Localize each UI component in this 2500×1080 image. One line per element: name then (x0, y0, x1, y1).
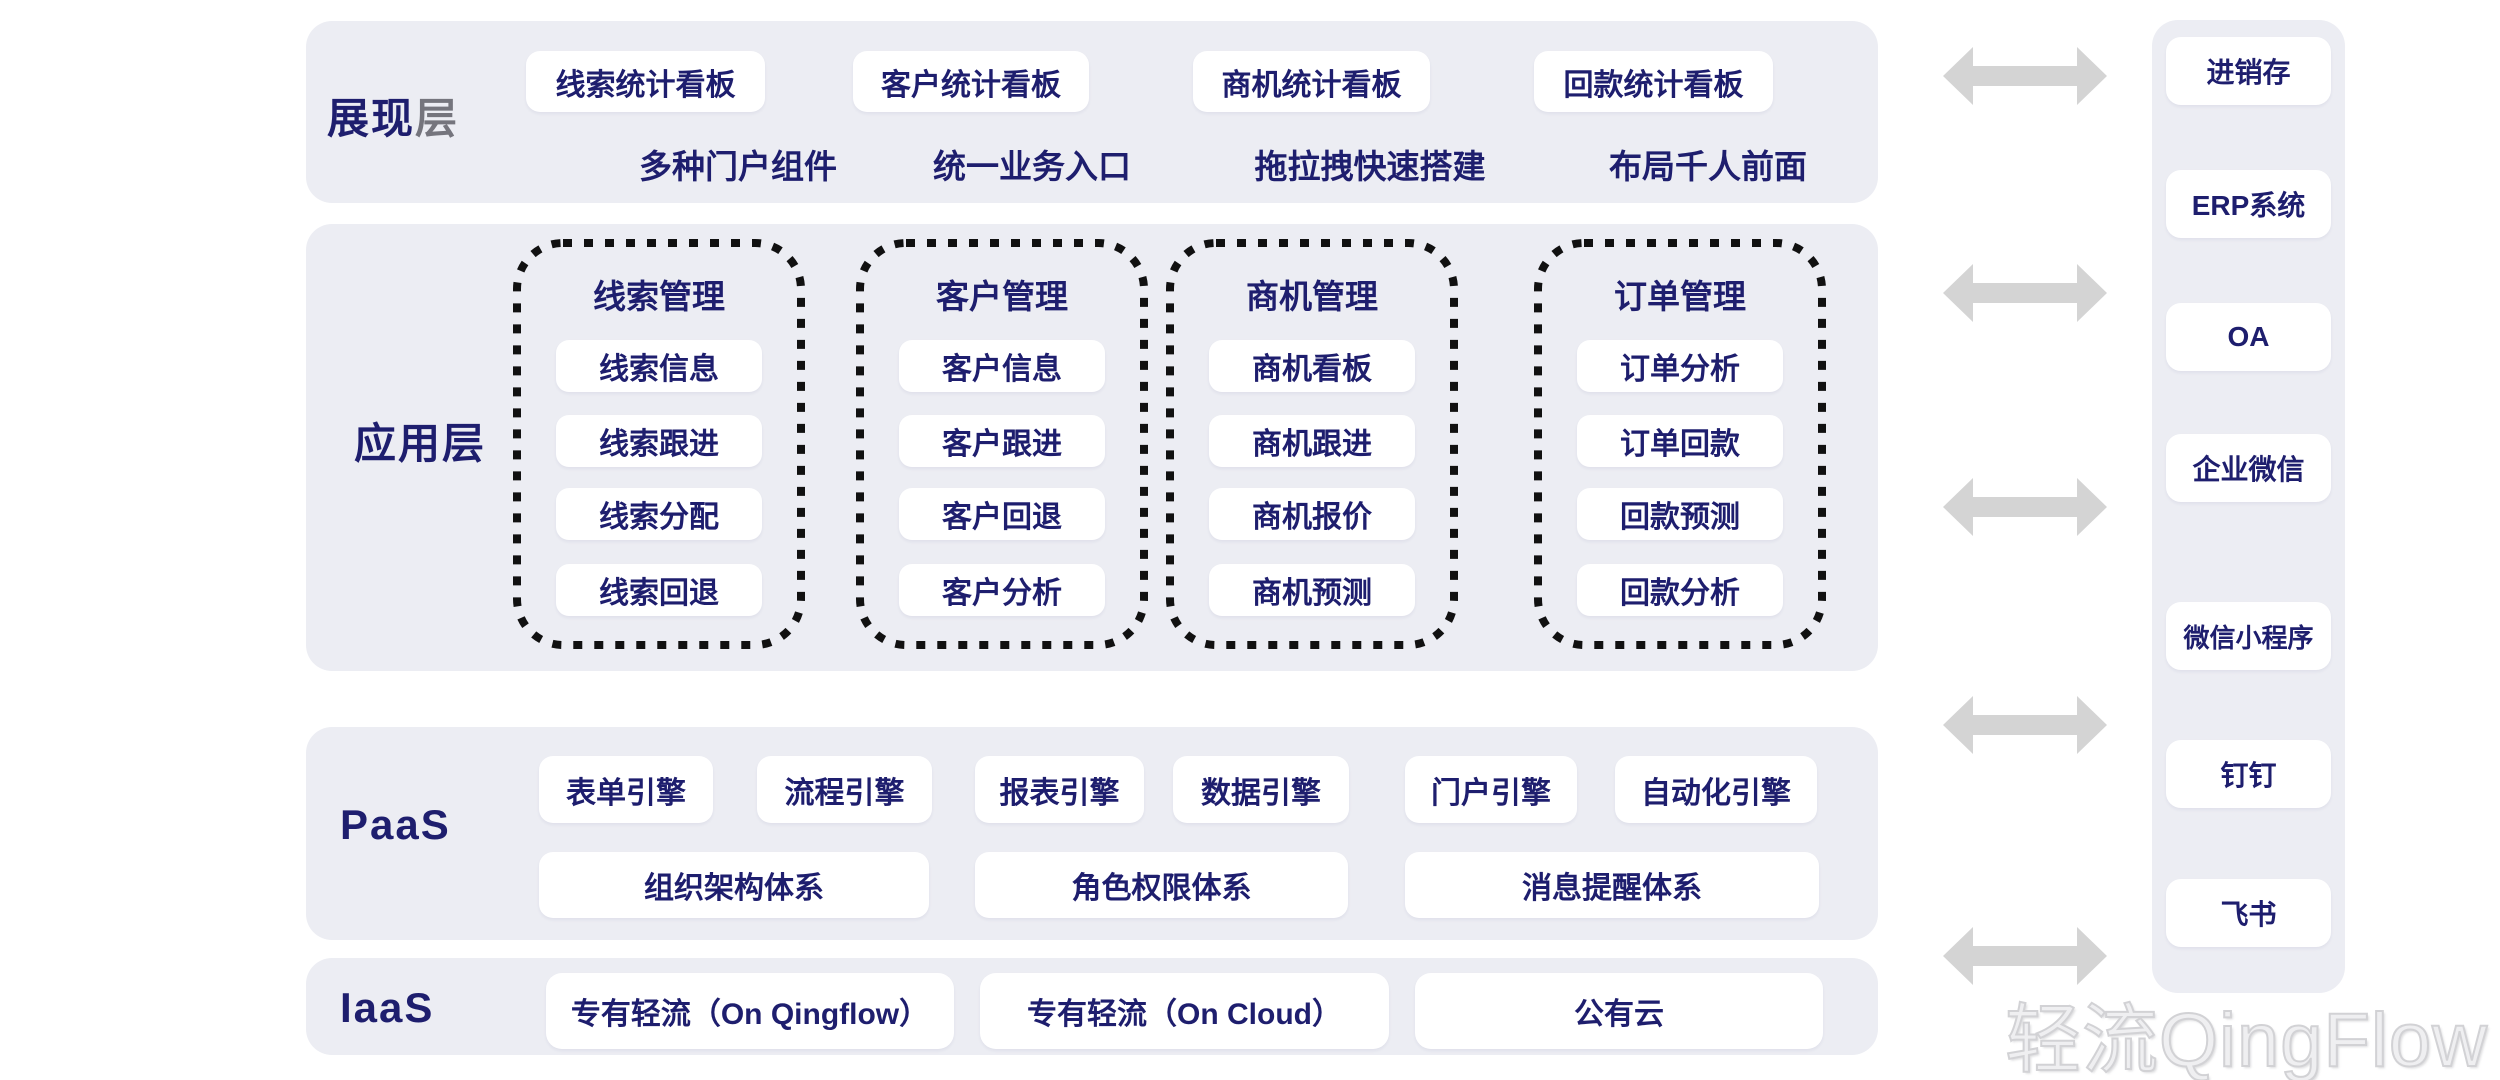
module-card: 回款分析 (1577, 564, 1783, 616)
double-arrow-icon (1943, 696, 2107, 754)
board-card-customers: 客户统计看板 (853, 51, 1089, 112)
double-arrow-icon (1943, 264, 2107, 322)
module-group-title: 线索管理 (593, 278, 725, 315)
iaas-card-public-cloud: 公有云 (1415, 973, 1823, 1049)
integration-card-dingtalk: 钉钉 (2166, 740, 2331, 808)
integration-card-miniprogram: 微信小程序 (2166, 602, 2331, 670)
presentation-layer-label: 展现层 (327, 85, 459, 146)
application-layer-label: 应用层 (354, 420, 487, 467)
iaas-card-on-qingflow: 专有轻流（On Qingflow） (546, 973, 954, 1049)
module-card: 线索分配 (556, 488, 762, 540)
integration-card-oa: OA (2166, 303, 2331, 371)
iaas-card-on-cloud: 专有轻流（On Cloud） (980, 973, 1389, 1049)
application-layer-panel: 应用层 线索管理 线索信息 线索跟进 线索分配 线索回退 客户管理 客户信息 客… (306, 224, 1878, 671)
module-card: 线索回退 (556, 564, 762, 616)
double-arrow-icon (1943, 478, 2107, 536)
module-card: 商机预测 (1209, 564, 1415, 616)
double-arrow-icon (1943, 927, 2107, 985)
module-card: 线索信息 (556, 340, 762, 392)
iaas-layer-label: IaaS (340, 984, 435, 1031)
system-card-notifications: 消息提醒体系 (1405, 852, 1819, 918)
dotted-border (1166, 239, 1458, 649)
presentation-layer-label-secondary: 层 (415, 95, 460, 142)
module-group-title: 商机管理 (1246, 278, 1378, 315)
module-card: 客户跟进 (899, 415, 1105, 467)
module-group-customers: 客户管理 客户信息 客户跟进 客户回退 客户分析 (855, 238, 1149, 650)
integration-card-erp: ERP系统 (2166, 170, 2331, 238)
engine-card-portal: 门户引擎 (1405, 756, 1577, 823)
presentation-layer-panel: 展现层 线索统计看板 客户统计看板 商机统计看板 回款统计看板 多种门户组件 统… (306, 21, 1878, 203)
system-card-roles: 角色权限体系 (975, 852, 1348, 918)
module-card: 客户分析 (899, 564, 1105, 616)
system-card-org: 组织架构体系 (539, 852, 929, 918)
board-card-opportunities: 商机统计看板 (1193, 51, 1430, 112)
feature-text-drag-build: 拖拉拽快速搭建 (1254, 148, 1486, 185)
module-card: 订单分析 (1577, 340, 1783, 392)
module-card: 商机跟进 (1209, 415, 1415, 467)
paas-layer-label: PaaS (340, 801, 451, 848)
engine-card-report: 报表引擎 (975, 756, 1144, 823)
module-group-opportunities: 商机管理 商机看板 商机跟进 商机报价 商机预测 (1165, 238, 1459, 650)
feature-text-unified-entry: 统一业务入口 (933, 148, 1131, 185)
module-group-leads: 线索管理 线索信息 线索跟进 线索分配 线索回退 (512, 238, 806, 650)
double-arrow-icon (1943, 47, 2107, 105)
feature-text-layout: 布局千人前面 (1609, 148, 1807, 185)
integration-card-feishu: 飞书 (2166, 879, 2331, 947)
module-group-title: 客户管理 (936, 278, 1068, 315)
module-card: 线索跟进 (556, 415, 762, 467)
module-group-orders: 订单管理 订单分析 订单回款 回款预测 回款分析 (1533, 238, 1827, 650)
qingflow-watermark: 轻流QingFlow (2004, 997, 2488, 1080)
paas-layer-panel: PaaS 表单引擎 流程引擎 报表引擎 数据引擎 门户引擎 自动化引擎 组织架构… (306, 727, 1878, 940)
iaas-layer-panel: IaaS 专有轻流（On Qingflow） 专有轻流（On Cloud） 公有… (306, 958, 1878, 1055)
module-card: 客户信息 (899, 340, 1105, 392)
engine-card-form: 表单引擎 (539, 756, 713, 823)
module-group-title: 订单管理 (1614, 278, 1746, 315)
module-card: 商机看板 (1209, 340, 1415, 392)
dotted-border (1534, 239, 1826, 649)
presentation-layer-label-primary: 展现 (327, 95, 416, 142)
engine-card-process: 流程引擎 (757, 756, 932, 823)
engine-card-automation: 自动化引擎 (1615, 756, 1817, 823)
engine-card-data: 数据引擎 (1173, 756, 1349, 823)
dotted-border (856, 239, 1148, 649)
dotted-border (513, 239, 805, 649)
module-card: 商机报价 (1209, 488, 1415, 540)
board-card-payments: 回款统计看板 (1534, 51, 1773, 112)
module-card: 回款预测 (1577, 488, 1783, 540)
integration-card-wecom: 企业微信 (2166, 434, 2331, 502)
integration-card-inventory: 进销存 (2166, 37, 2331, 105)
module-card: 客户回退 (899, 488, 1105, 540)
feature-text-portal-components: 多种门户组件 (639, 148, 837, 185)
integrations-panel: 进销存 ERP系统 OA 企业微信 微信小程序 钉钉 飞书 (2152, 20, 2345, 993)
module-card: 订单回款 (1577, 415, 1783, 467)
board-card-leads: 线索统计看板 (526, 51, 765, 112)
